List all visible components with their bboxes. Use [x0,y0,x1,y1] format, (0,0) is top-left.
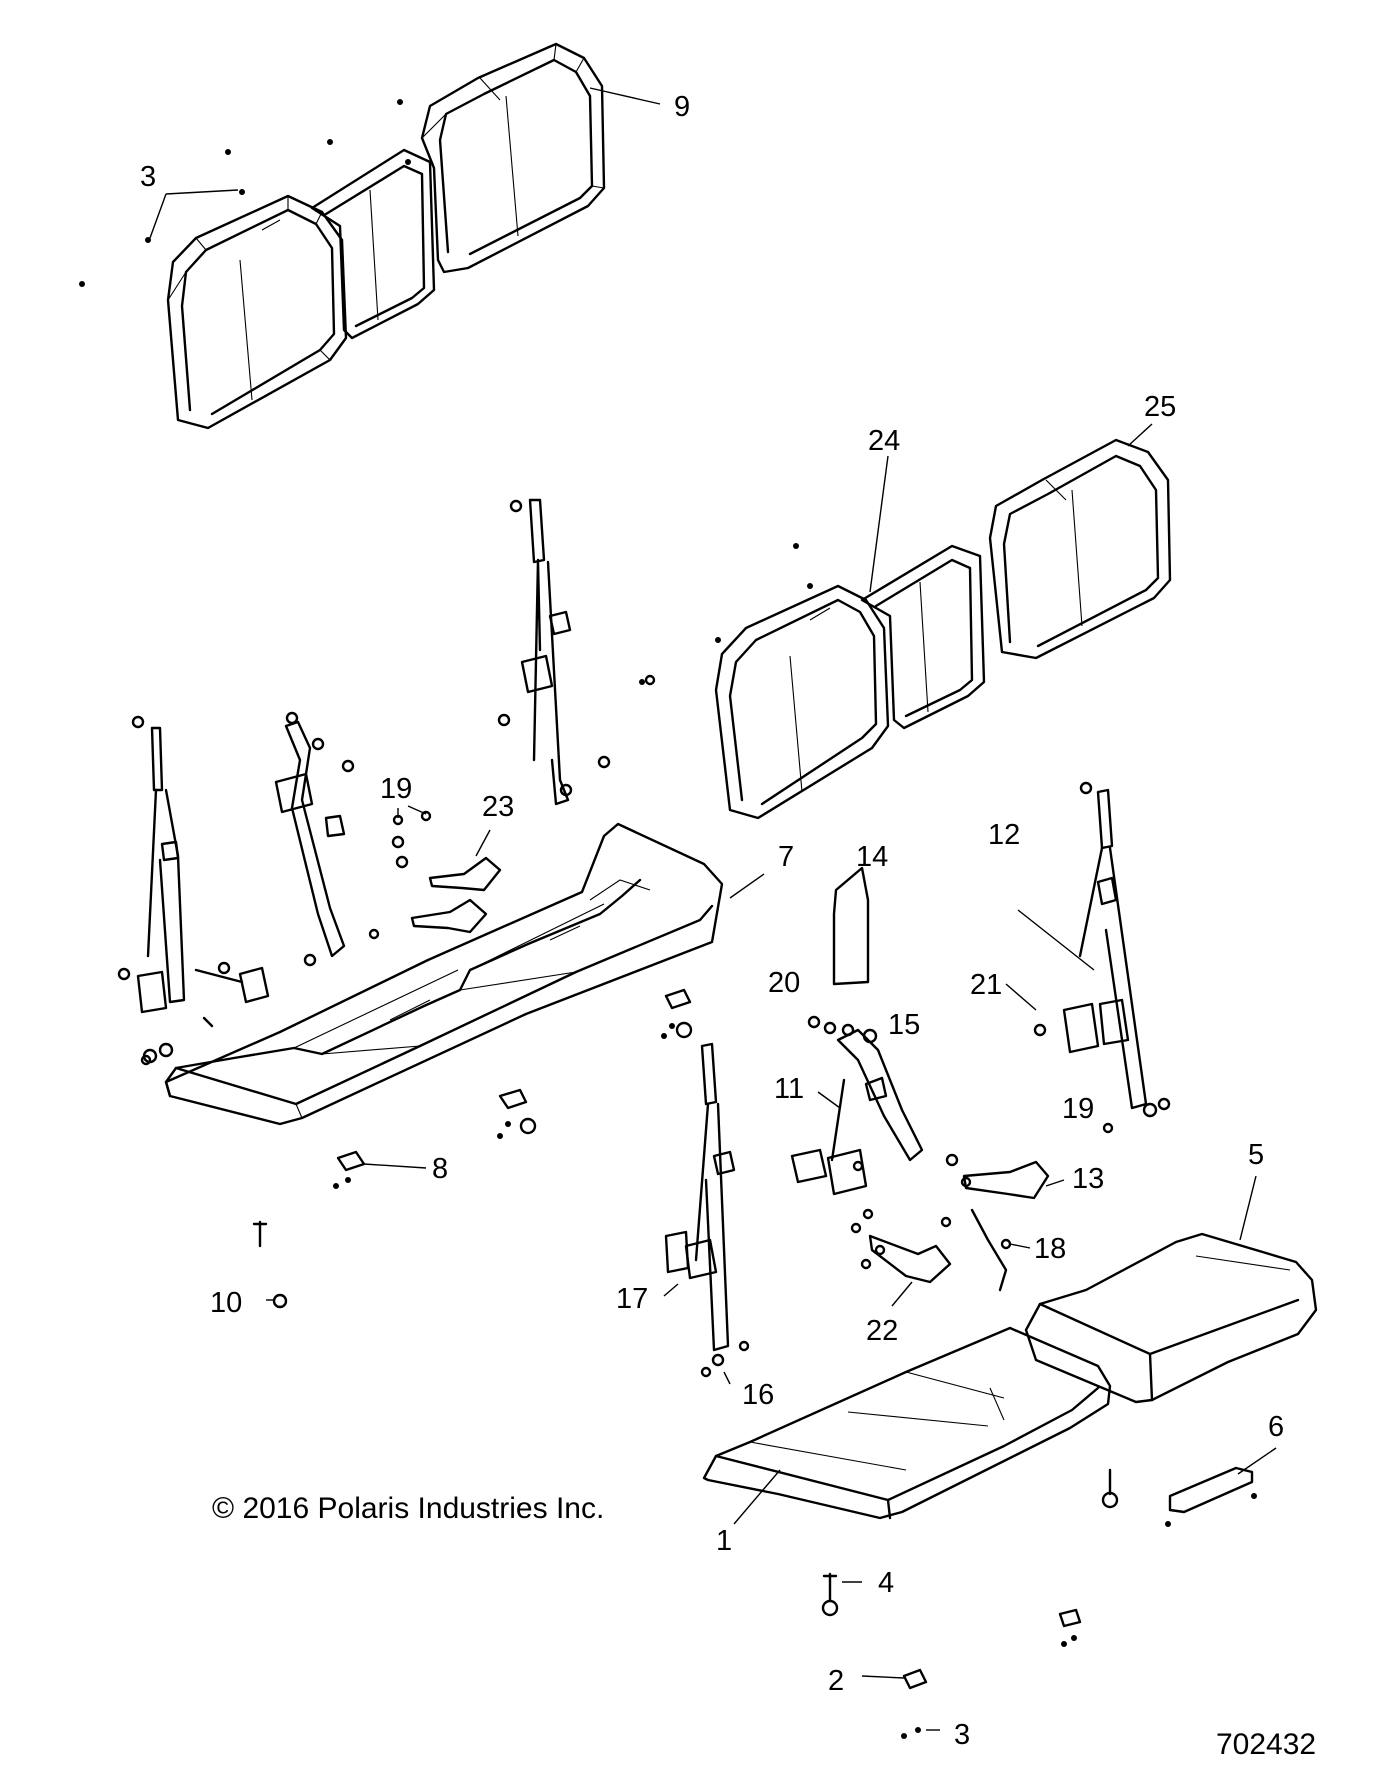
callout-21: 21 [970,969,1002,1001]
callout-19-upper: 19 [380,773,412,805]
callout-14: 14 [856,841,888,873]
callout-22: 22 [866,1315,898,1347]
callout-16: 16 [742,1379,774,1411]
rear-seat-belts [117,498,656,1066]
callout-25: 25 [1144,391,1176,423]
front-seat-backs [639,423,1172,820]
callout-10: 10 [210,1287,242,1319]
callout-7: 7 [778,841,794,873]
front-seat-bases [702,1175,1318,1739]
front-seat-belts [663,781,1171,1385]
callout-4: 4 [878,1567,894,1599]
callout-2: 2 [828,1665,844,1697]
callout-20: 20 [768,967,800,999]
copyright-notice: © 2016 Polaris Industries Inc. [212,1492,604,1525]
callout-24: 24 [868,425,900,457]
callout-8: 8 [432,1153,448,1185]
callout-19-lower: 19 [1062,1093,1094,1125]
callout-11: 11 [774,1073,804,1105]
callout-5: 5 [1248,1139,1264,1171]
callout-15: 15 [888,1009,920,1041]
callout-23: 23 [482,791,514,823]
callout-1: 1 [716,1525,732,1557]
rear-seat-backs [79,42,661,430]
callout-3-top: 3 [140,161,156,193]
rear-seat-base [164,822,765,1309]
document-number: 702432 [1216,1728,1316,1761]
callout-12: 12 [988,819,1020,851]
callout-17: 17 [616,1283,648,1315]
callout-6: 6 [1268,1411,1284,1443]
seat-back-screws [79,99,411,287]
callout-3-bottom: 3 [954,1719,970,1751]
callout-labels: 1 2 3 3 4 5 6 7 8 9 10 11 12 13 14 15 16… [140,91,1284,1751]
front-back-screws [639,543,813,685]
callout-18: 18 [1034,1233,1066,1265]
callout-9: 9 [674,91,690,123]
callout-13: 13 [1072,1163,1104,1195]
